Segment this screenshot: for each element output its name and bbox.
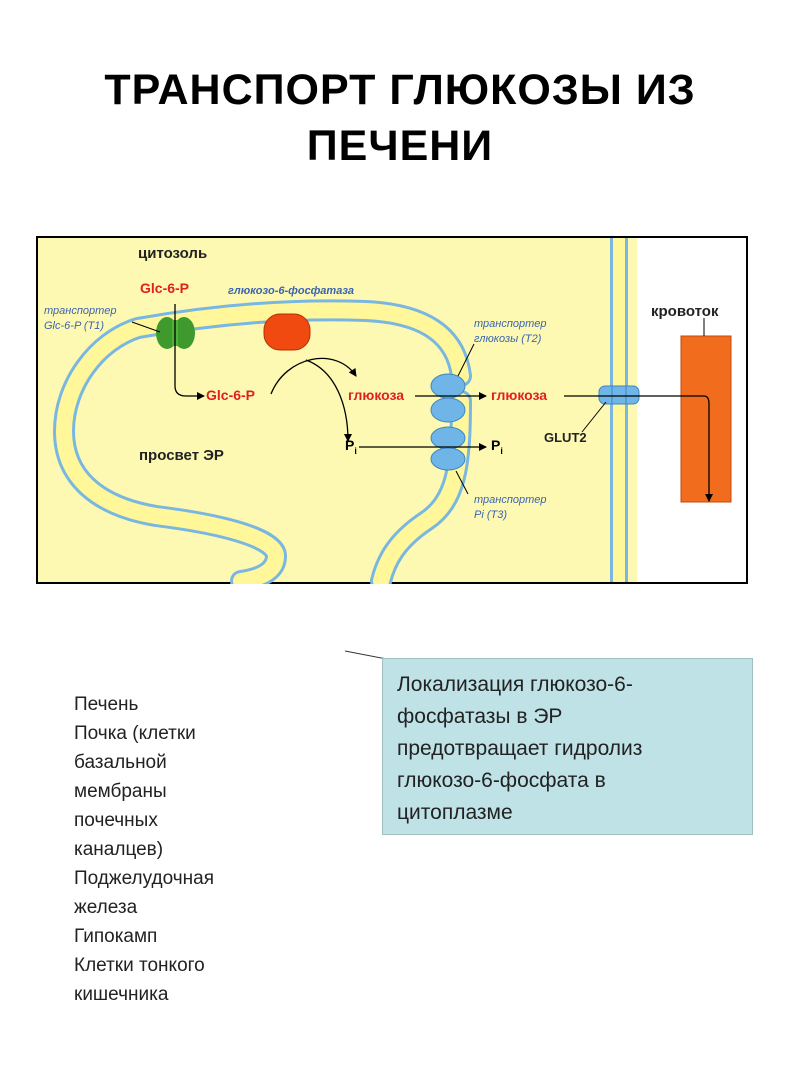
organ-item: каналцев) [74,839,164,860]
t1-transporter [156,317,195,349]
organ-item: Клетки тонкого [74,955,205,976]
t2-label-line-1: транспортер [474,318,547,330]
phosphatase-label: глюкозо-6-фосфатаза [228,285,354,297]
t3-label-line-2: Pi (T3) [474,509,507,521]
bloodstream-label: кровоток [651,303,719,320]
organ-item: Почка (клетки [74,723,196,744]
cytosol-label: цитозоль [138,245,207,262]
pi-er-label: Pi [345,437,357,456]
page-title: ТРАНСПОРТ ГЛЮКОЗЫ ИЗ ПЕЧЕНИ [0,62,800,174]
organ-item: Поджелудочная [74,868,214,889]
organ-item: железа [74,897,138,918]
t3-label-line-1: транспортер [474,494,547,506]
t1-label-line-2: Glc-6-P (T1) [44,320,104,332]
blood-vessel [680,335,732,503]
t2-transporter [430,373,466,423]
organ-item: Гипокамп [74,926,158,947]
organ-item: почечных [74,810,158,831]
phosphatase-enzyme [263,313,311,351]
glucose-er-label: глюкоза [348,387,404,403]
glut2-pointer [581,401,607,433]
organ-item: кишечника [74,984,169,1005]
er-lumen-label: просвет ЭР [139,447,224,464]
note-line: фосфатазы в ЭР [397,705,563,728]
title-line-1: ТРАНСПОРТ ГЛЮКОЗЫ ИЗ [104,66,696,114]
t1-label-line-1: транспортер [44,305,117,317]
note-line: предотвращает гидролиз [397,737,643,760]
organ-item: базальной [74,752,167,773]
glut2-label: GLUT2 [544,430,587,445]
note-box: Локализация глюкозо-6- фосфатазы в ЭР пр… [382,658,753,835]
organ-list: Печень Почка (клетки базальной мембраны … [74,690,334,1009]
note-line: глюкозо-6-фосфата в [397,769,606,792]
flow-arrows [174,304,713,502]
t1-pointer [131,321,161,333]
note-line: цитоплазме [397,801,513,824]
glucose-transport-diagram: цитозоль Glc-6-P глюкозо-6-фосфатаза тра… [36,236,748,584]
plasma-membrane [610,238,628,582]
glut2-transporter [598,385,640,405]
t2-label-line-2: глюкозы (T2) [474,333,542,345]
t3-transporter [430,426,466,471]
glc6p-cytosol-label: Glc-6-P [140,280,189,296]
note-line: Локализация глюкозо-6- [397,673,633,696]
t2-pointer [457,343,475,377]
glc6p-er-label: Glc-6-P [206,387,255,403]
organ-item: мембраны [74,781,167,802]
organ-item: Печень [74,694,139,715]
t3-pointer [455,470,469,495]
pi-cytosol-label: Pi [491,437,503,456]
glucose-cytosol-label: глюкоза [491,387,547,403]
title-line-2: ПЕЧЕНИ [306,122,494,170]
